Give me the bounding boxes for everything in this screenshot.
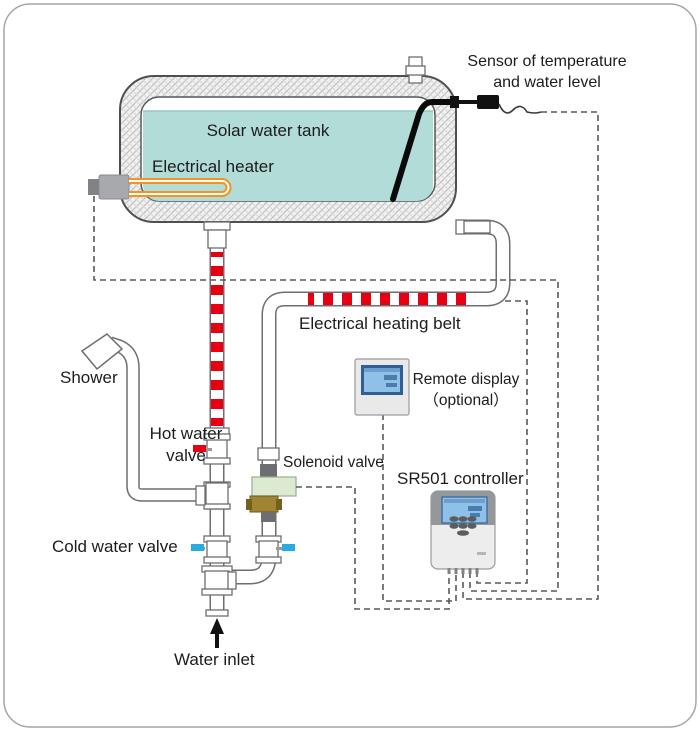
controller-buttons (449, 516, 477, 536)
controller-logo-mark (477, 552, 486, 555)
heater-plug (98, 174, 130, 200)
hot-water-valve-label-line1: Hot water (149, 424, 223, 443)
remote-display-statusbar (364, 368, 400, 372)
shower-label: Shower (60, 368, 118, 387)
sensor-label: Sensor of temperature and water level (438, 51, 656, 93)
solenoid-coil-box (251, 476, 297, 497)
remote-display-digits (386, 383, 397, 387)
electrical-heater-element (88, 174, 232, 200)
solenoid-bottom-fitting (261, 512, 276, 522)
outlet-coupling (463, 220, 491, 234)
controller-terminal-pins (447, 568, 479, 574)
cold-water-valve-left-body (206, 540, 228, 559)
tank-label: Solar water tank (206, 121, 330, 140)
coupling (257, 447, 280, 461)
hot-water-valve-label-line2: valve (166, 446, 206, 465)
valve-ring (203, 556, 231, 564)
remote-display-label-line2: （optional） (423, 392, 509, 409)
water-inlet-label: Water inlet (174, 650, 255, 669)
tee-ring (201, 588, 233, 596)
tee-ring (203, 503, 231, 510)
sensor-label-line1: Sensor of temperature (467, 53, 627, 70)
cold-water-valve-right-handle (282, 544, 295, 551)
solenoid-brass-nut (276, 499, 282, 510)
solenoid-brass-body (249, 495, 279, 513)
solenoid-top-fitting (260, 464, 277, 477)
heater-label: Electrical heater (152, 157, 274, 176)
controller-screen-digits (470, 513, 480, 517)
cold-water-valve-right-body (258, 540, 279, 559)
sensor-wire-squiggle (498, 103, 542, 114)
page-frame (3, 3, 697, 728)
solenoid-valve (246, 464, 297, 522)
solenoid-brass-nut (246, 499, 252, 510)
handle-stem (276, 547, 284, 550)
controller-screen-statusbar (444, 499, 485, 503)
sensor-gland (450, 96, 459, 108)
shower-pipe-outline (107, 336, 205, 502)
heating-belt-vertical-stripes (211, 252, 223, 426)
controller-screen-digits (468, 506, 482, 511)
controller-label: SR501 controller (397, 469, 524, 488)
heating-belt-label: Electrical heating belt (299, 314, 461, 333)
tank-outlet-flange (203, 221, 231, 231)
cold-water-valve-left-handle (191, 544, 204, 551)
control-wires (93, 111, 599, 610)
valve-ring (203, 457, 231, 465)
inlet-pipe-cap (205, 609, 229, 617)
valve-ring (203, 433, 231, 441)
shower-pipe (108, 338, 205, 501)
tee-branch-flange (195, 485, 206, 506)
remote-display-digits (384, 375, 397, 380)
hot-water-valve-label: Hot water valve (140, 423, 232, 467)
shower-head (80, 333, 124, 371)
inlet-tee (204, 570, 230, 591)
wire-solenoid (296, 486, 450, 610)
remote-display-label-line1: Remote display (412, 371, 520, 388)
vent-pipe (405, 56, 426, 84)
wire-heating-belt (476, 300, 528, 584)
heater-plug-tip (88, 179, 100, 195)
hot-water-valve-handle (193, 445, 206, 452)
remote-display (354, 358, 410, 416)
heating-belt-horizontal-stripes (308, 293, 470, 305)
wire-heater (93, 196, 559, 592)
wire-sensor (462, 111, 599, 600)
sensor-rod (390, 99, 454, 202)
sr501-controller (430, 490, 496, 574)
sensor-label-line2: and water level (493, 74, 601, 91)
sensor-probe (390, 95, 542, 202)
remote-display-label: Remote display （optional） (410, 369, 522, 411)
solenoid-valve-label: Solenoid valve (283, 454, 384, 471)
cold-water-valve-label: Cold water valve (52, 537, 178, 556)
valve-ring (255, 556, 282, 564)
wire-remote-display (382, 414, 457, 602)
water-inlet-arrow (210, 618, 224, 648)
handle-stem (205, 448, 212, 451)
tank-outlet-coupling (207, 229, 227, 249)
pipe-fittings (195, 219, 491, 617)
sensor-connector (477, 95, 499, 109)
heater-coil-highlight (129, 180, 230, 195)
tee-branch-flange (227, 571, 237, 590)
